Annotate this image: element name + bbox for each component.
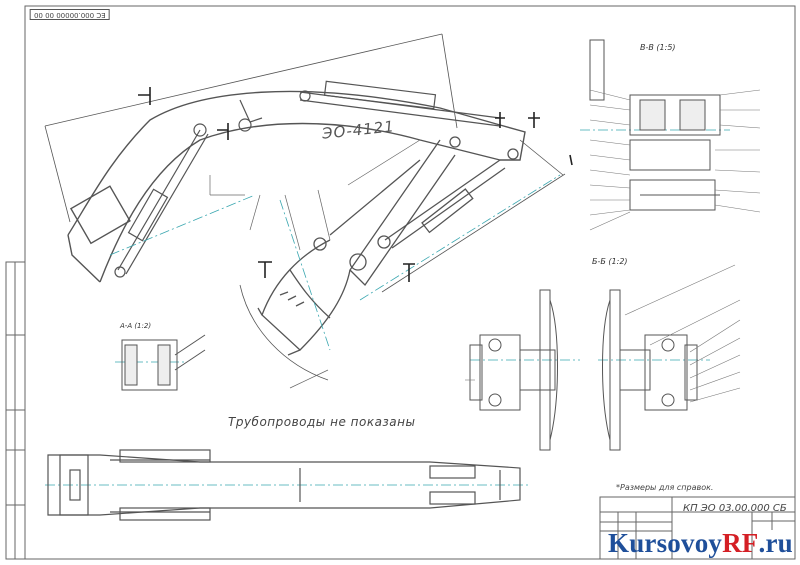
sheet-frame: [5, 5, 796, 560]
section-vv-title: В-В (1:5): [640, 43, 676, 52]
section-bb: [465, 264, 741, 451]
bucket: [257, 237, 351, 356]
section-vv: [589, 39, 761, 231]
section-aa: [121, 334, 206, 391]
watermark-tld: .ru: [758, 527, 793, 558]
drawing-number-stamp: ЕС 000.00000 00 00: [30, 9, 110, 20]
section-bb-title: Б-Б (1:2): [592, 257, 628, 266]
bucket-arc: [239, 284, 329, 381]
pipelines-note: Трубопроводы не показаны: [228, 415, 416, 429]
watermark-main: Kursovoy: [608, 527, 723, 558]
boom-dimension: [44, 33, 566, 293]
leader-lines: [209, 139, 421, 389]
reference-note: *Размеры для справок.: [616, 483, 714, 492]
centerlines: [45, 129, 730, 486]
boom-cylinder: [114, 123, 209, 278]
document-code: КП ЭО 03.00.000 СБ: [683, 503, 787, 514]
title-block: [599, 496, 796, 560]
stick: [329, 136, 519, 287]
section-aa-title: А-А (1:2): [120, 322, 152, 330]
section-markers: [138, 87, 573, 282]
watermark-accent: RF: [722, 527, 759, 558]
plan-view: [47, 449, 521, 521]
stick-cylinder: [238, 80, 501, 132]
